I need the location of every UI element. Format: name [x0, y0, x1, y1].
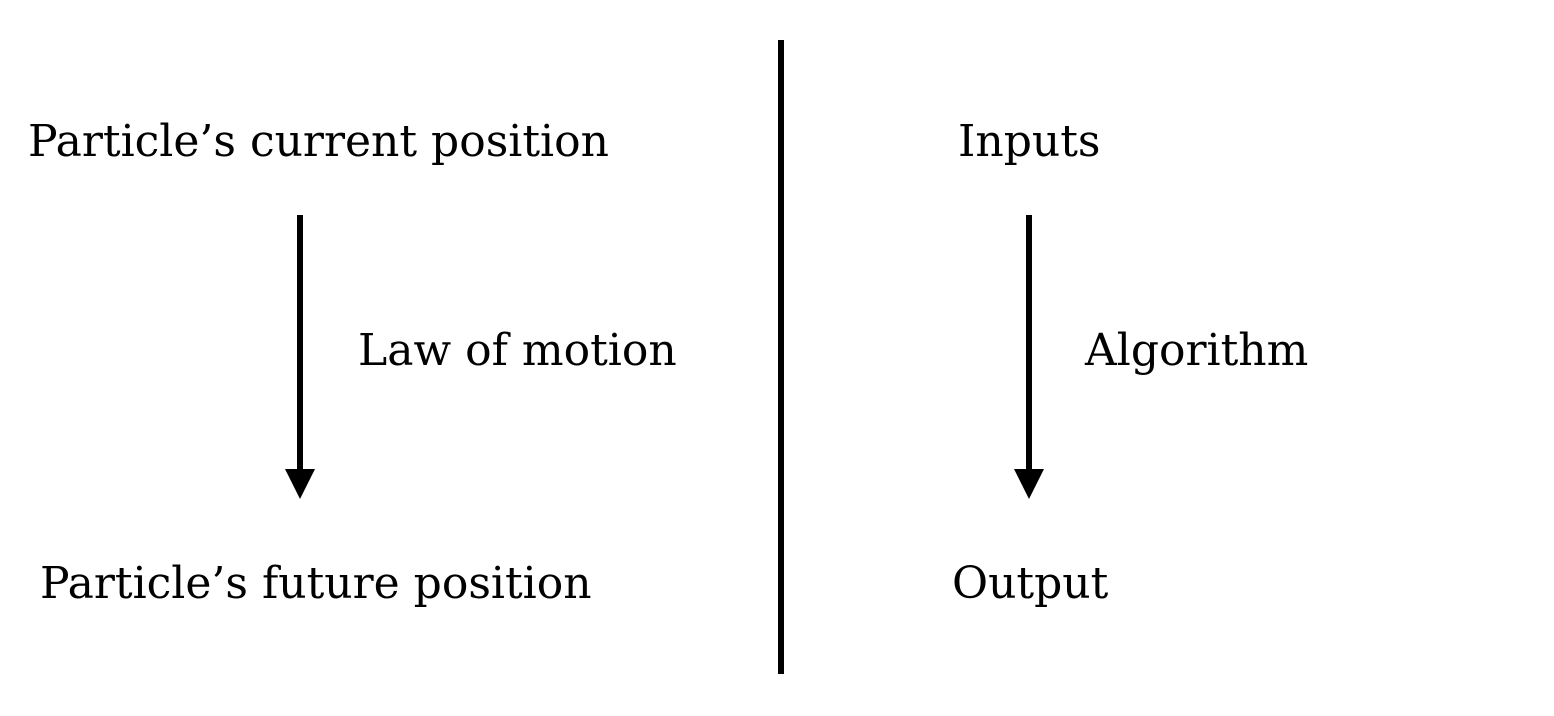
arrow-shaft	[297, 215, 303, 471]
law-of-motion-arrow	[285, 215, 315, 499]
current-position-label: Particle’s current position	[28, 116, 609, 167]
inputs-label: Inputs	[958, 116, 1101, 167]
vertical-divider	[778, 40, 784, 674]
arrow-head-icon	[1014, 469, 1044, 499]
future-position-label: Particle’s future position	[40, 558, 592, 609]
algorithm-label: Algorithm	[1085, 325, 1309, 376]
algorithm-arrow	[1014, 215, 1044, 499]
arrow-shaft	[1026, 215, 1032, 471]
output-label: Output	[952, 558, 1109, 609]
arrow-head-icon	[285, 469, 315, 499]
law-of-motion-label: Law of motion	[358, 325, 677, 376]
